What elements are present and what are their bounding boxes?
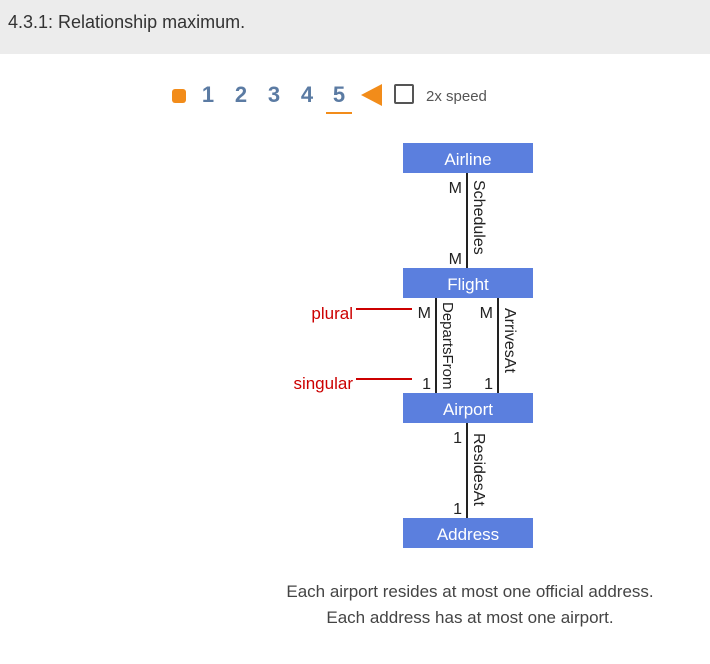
step-5-button[interactable]: 5 bbox=[332, 82, 346, 107]
arrives-at-relationship-label: ArrivesAt bbox=[501, 308, 518, 373]
stop-button[interactable] bbox=[172, 89, 186, 103]
caption-line-2: Each address has at most one airport. bbox=[326, 608, 614, 627]
header-bar: 4.3.1: Relationship maximum. bbox=[0, 0, 710, 54]
singular-annotation: singular bbox=[293, 374, 353, 393]
step-2-button[interactable]: 2 bbox=[234, 82, 248, 107]
arrives-at-top-cardinality: M bbox=[480, 305, 493, 322]
arrives-at-bottom-cardinality: 1 bbox=[484, 376, 493, 393]
page-title: 4.3.1: Relationship maximum. bbox=[8, 12, 246, 32]
departs-from-relationship-label: DepartsFrom bbox=[439, 302, 456, 390]
entity-flight: Flight bbox=[403, 268, 533, 298]
resides-at-relationship-label: ResidesAt bbox=[470, 433, 487, 506]
entity-airline-label: Airline bbox=[444, 150, 491, 169]
step-1-button[interactable]: 1 bbox=[201, 82, 215, 107]
speed-label: 2x speed bbox=[426, 88, 487, 105]
schedules-top-cardinality: M bbox=[449, 180, 462, 197]
animation-controls: 1 2 3 4 5 2x speed bbox=[0, 0, 710, 130]
resides-at-top-cardinality: 1 bbox=[453, 430, 462, 447]
back-arrow-icon[interactable] bbox=[360, 83, 384, 107]
step-3-button[interactable]: 3 bbox=[267, 82, 281, 107]
schedules-bottom-cardinality: M bbox=[449, 251, 462, 268]
caption-line-1: Each airport resides at most one officia… bbox=[286, 582, 654, 601]
entity-airport: Airport bbox=[403, 393, 533, 423]
resides-at-bottom-cardinality: 1 bbox=[453, 501, 462, 518]
entity-address: Address bbox=[403, 518, 533, 548]
departs-from-bottom-cardinality: 1 bbox=[422, 376, 431, 393]
entity-airport-label: Airport bbox=[443, 400, 493, 419]
schedules-relationship-label: Schedules bbox=[470, 180, 487, 255]
departs-from-top-cardinality: M bbox=[418, 305, 431, 322]
plural-annotation: plural bbox=[311, 304, 353, 323]
entity-address-label: Address bbox=[437, 525, 499, 544]
step-4-button[interactable]: 4 bbox=[300, 82, 314, 107]
speed-checkbox[interactable] bbox=[394, 84, 414, 104]
entity-flight-label: Flight bbox=[447, 275, 489, 294]
entity-airline: Airline bbox=[403, 143, 533, 173]
active-step-indicator bbox=[326, 112, 352, 114]
